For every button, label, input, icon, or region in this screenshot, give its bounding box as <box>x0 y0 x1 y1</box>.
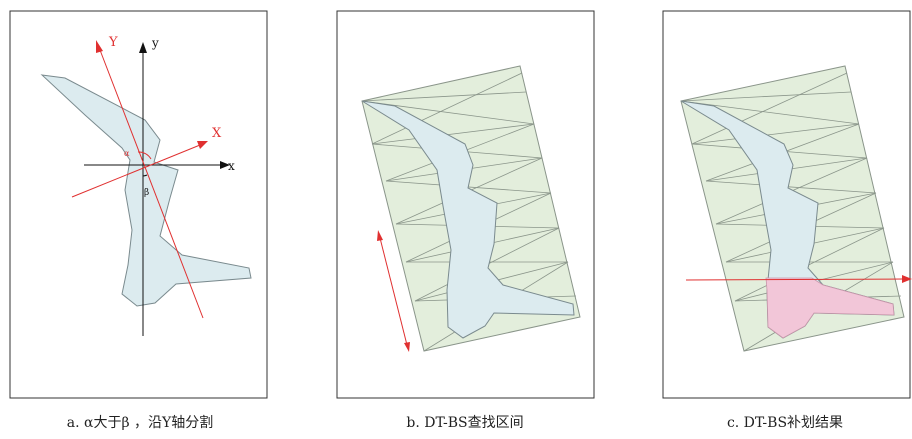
panel-c-highlight <box>765 277 895 339</box>
panel-b-frame <box>336 10 595 399</box>
y-axis-arrow <box>139 42 147 53</box>
split-line-arrow <box>902 275 912 283</box>
search-range-arrow-bottom <box>404 342 410 352</box>
panel-b-shape <box>361 100 575 339</box>
red-X-axis <box>71 144 201 198</box>
caption-b: b. DT-BS查找区间 <box>406 415 524 431</box>
axis-label-Y: Y <box>108 35 118 50</box>
red-Y-axis <box>99 49 204 319</box>
search-range-arrow-top <box>377 230 383 241</box>
search-range-arrow <box>379 237 408 346</box>
alpha-label: α <box>124 149 130 158</box>
caption-c: c. DT-BS补划结果 <box>726 415 844 431</box>
axis-label-y: y <box>151 36 159 50</box>
split-line <box>685 278 905 281</box>
panel-a-svg: y x Y X α β <box>9 10 912 399</box>
panel-c-frame <box>662 10 911 399</box>
beta-label: β <box>144 188 149 198</box>
x-axis-arrow <box>220 161 230 169</box>
beta-arc <box>142 174 148 177</box>
panel-a-shape <box>40 74 252 307</box>
caption-a: a. α大于β ，沿Y轴分割 <box>66 415 214 431</box>
axis-label-X: X <box>212 126 222 141</box>
red-X-axis-arrow <box>197 141 208 149</box>
axis-label-x: x <box>228 159 235 173</box>
alpha-arc <box>137 151 152 160</box>
red-Y-axis-arrow <box>96 40 103 53</box>
panel-a-frame <box>9 10 268 399</box>
